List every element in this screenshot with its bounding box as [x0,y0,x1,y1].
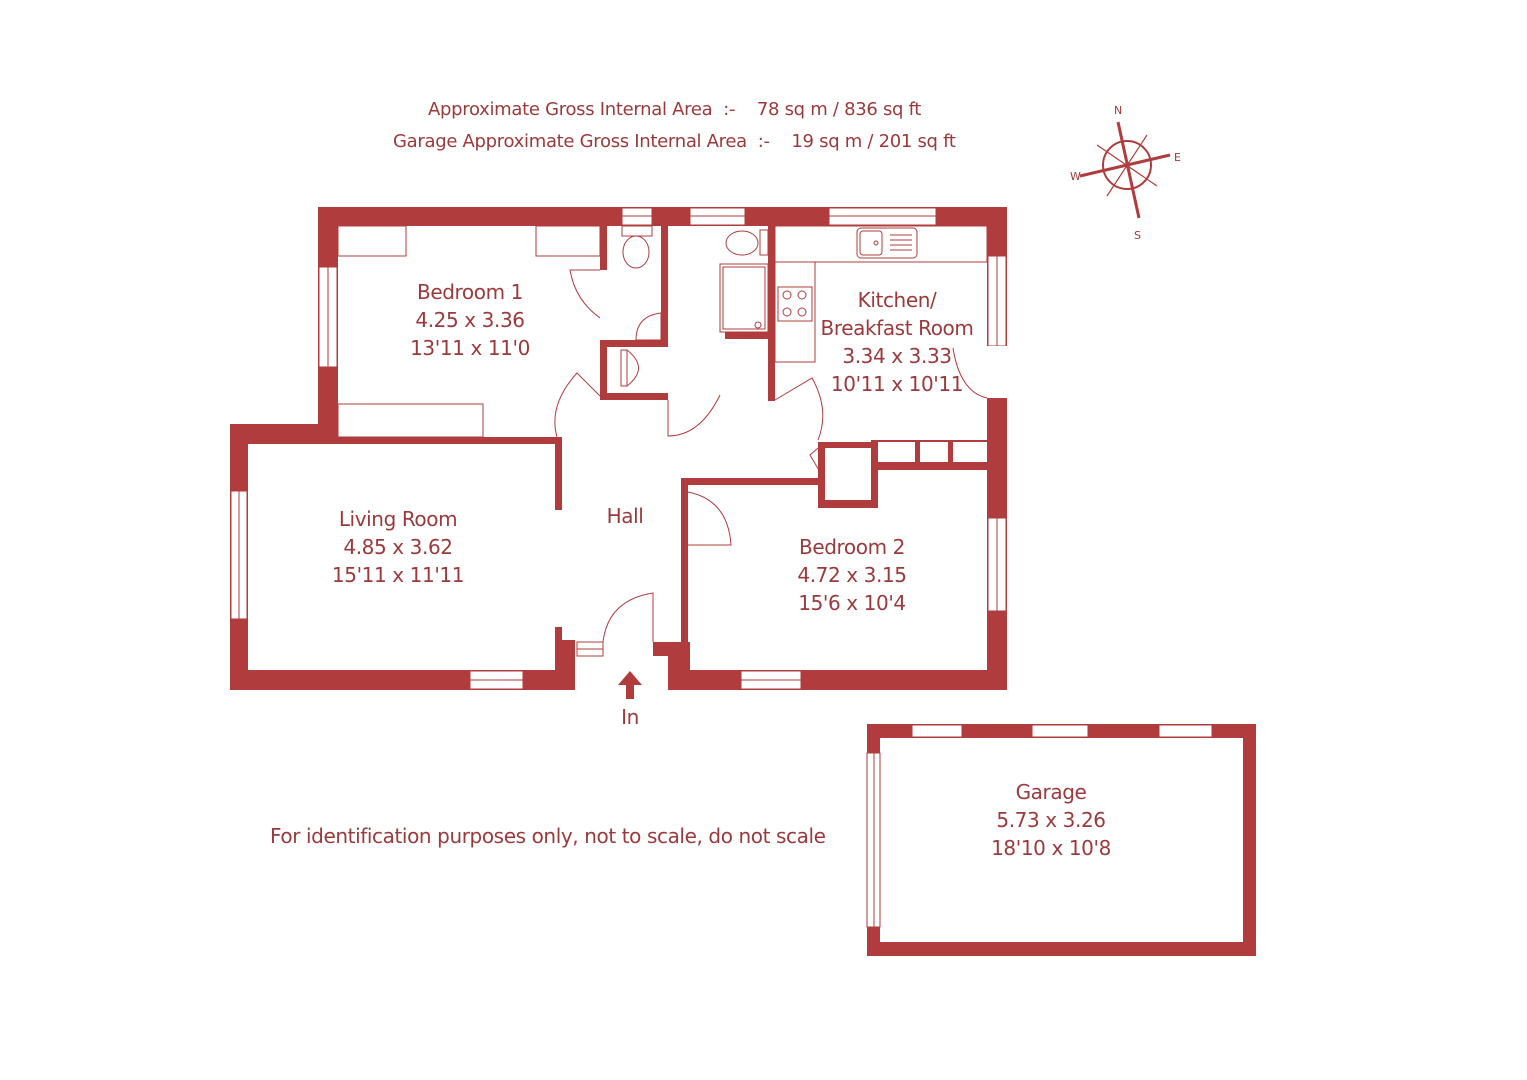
sink-drainer-lines [890,234,912,251]
disclaimer-text: For identification purposes only, not to… [270,824,826,848]
compass-rose-icon [1079,121,1171,219]
room-dimensions-imperial: 15'6 x 10'4 [798,591,906,615]
room-dimensions-imperial: 15'11 x 11'11 [331,563,465,587]
room-dimensions-imperial: 18'10 x 10'8 [991,836,1111,860]
room-dimensions-metric: 4.72 x 3.15 [797,563,907,587]
room-name: Garage [1015,780,1087,804]
room-label-bedroom2: Bedroom 2 4.72 x 3.15 15'6 x 10'4 [797,533,907,617]
room-dimensions-imperial: 13'11 x 11'0 [410,336,530,360]
room-label-kitchen: Kitchen/ Breakfast Room 3.34 x 3.33 10'1… [821,286,974,398]
compass-south: S [1134,229,1141,242]
entrance-arrow-icon [618,671,642,699]
room-name: Bedroom 2 [799,535,905,559]
fixtures [337,225,988,438]
garage-area-value: 19 sq m / 201 sq ft [791,131,956,152]
compass-north: N [1114,104,1122,117]
garage-area-title: Garage Approximate Gross Internal Area [393,131,747,152]
room-name: Hall [606,504,644,528]
garage-area-separator: :- [757,131,770,152]
room-name: Bedroom 1 [417,280,523,304]
compass-labels: N E S W [1070,104,1181,242]
room-label-bedroom1: Bedroom 1 4.25 x 3.36 13'11 x 11'0 [410,278,530,362]
room-dimensions-metric: 5.73 x 3.26 [996,808,1106,832]
garage-area-label: Garage Approximate Gross Internal Area :… [393,131,956,152]
room-dimensions-imperial: 10'11 x 10'11 [830,372,964,396]
room-dimensions-metric: 4.25 x 3.36 [415,308,525,332]
gross-area-separator: :- [723,99,736,120]
entrance-label: In [621,705,639,729]
room-dimensions-metric: 3.34 x 3.33 [842,344,952,368]
compass-west: W [1070,170,1081,183]
room-name: Kitchen/ [857,288,937,312]
walls [230,207,1007,690]
gross-area-label: Approximate Gross Internal Area :- 78 sq… [428,99,921,120]
room-label-garage: Garage 5.73 x 3.26 18'10 x 10'8 [991,778,1111,862]
room-label-hall: Hall [607,502,644,530]
room-name: Living Room [338,507,458,531]
room-dimensions-metric: 4.85 x 3.62 [343,535,453,559]
room-label-living-room: Living Room 4.85 x 3.62 15'11 x 11'11 [331,505,465,589]
windows [230,207,1007,690]
gross-area-title: Approximate Gross Internal Area [428,99,713,120]
garage-walls [866,724,1256,956]
window-lines [238,215,998,681]
doors [554,269,988,643]
gross-area-value: 78 sq m / 836 sq ft [756,99,922,120]
compass-east: E [1174,151,1181,164]
room-name-line2: Breakfast Room [820,316,974,340]
